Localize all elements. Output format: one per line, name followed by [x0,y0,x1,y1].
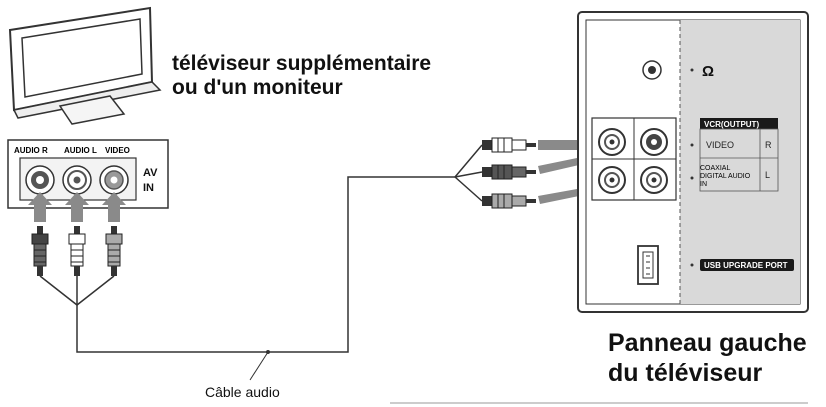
headphone-jack [642,60,662,80]
audio-r-jack [25,165,55,195]
extra-tv-title-line1: téléviseur supplémentaire [172,52,432,75]
vcr-output-label: VCR(OUTPUT) [704,120,759,129]
rca-plug-video [105,226,123,276]
vcr-output-badge [700,118,778,129]
rca-plug-audio-r [31,226,49,276]
tv-left-panel: Ω VCR(OUTPUT) VI [577,11,809,313]
av-in-label-2: IN [143,182,154,194]
panel-title-line2: du téléviseur [608,359,763,387]
audio-l-jack [62,165,92,195]
tv-jack-audio-r [640,128,668,156]
audio-l-label: AUDIO L [64,146,97,155]
usb-upgrade-badge [700,259,794,271]
coaxial-label-2: DIGITAL AUDIO [700,173,751,180]
video-jack [99,165,129,195]
rca-plug-bottom [482,193,536,209]
vcr-r-label: R [765,140,772,150]
coaxial-label-3: IN [700,181,707,188]
audio-cable-label: Câble audio [205,384,280,400]
video-label: VIDEO [105,146,130,155]
usb-port [637,245,659,285]
tv-jack-video [598,128,626,156]
panel-title-line1: Panneau gauche [608,329,807,357]
usb-upgrade-label: USB UPGRADE PORT [704,261,788,270]
rca-plug-middle [482,164,536,180]
rca-plug-top [482,137,536,153]
monitor-input-arrows [28,192,126,222]
tv-jack-coaxial [598,166,626,194]
coaxial-label-1: COAXIAL [700,165,730,172]
headphone-icon: Ω [702,63,714,80]
monitor-rca-plugs [31,226,123,276]
extra-tv-title-line2: ou d'un moniteur [172,76,343,99]
vcr-video-label: VIDEO [706,140,734,150]
monitor-illustration [8,6,162,125]
tv-rca-plugs [482,137,536,209]
audio-cable [39,144,483,353]
monitor-av-input-panel: AUDIO R AUDIO L VIDEO AV IN [7,139,169,209]
tv-jack-audio-l [640,166,668,194]
audio-r-label: AUDIO R [14,146,48,155]
vcr-l-label: L [765,170,770,180]
rca-plug-audio-l [68,226,86,276]
av-in-label-1: AV [143,167,158,179]
cable-label-pointer [249,351,269,381]
